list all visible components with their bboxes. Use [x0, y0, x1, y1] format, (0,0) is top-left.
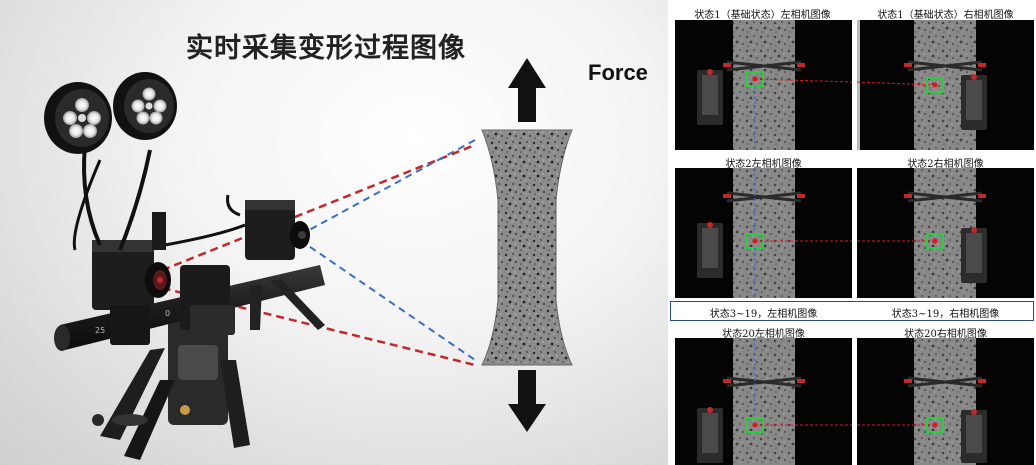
caption-state1-right: 状态1（基础状态）右相机图像 — [877, 10, 1014, 21]
image-state2-left — [675, 168, 852, 298]
force-arrow-down-icon — [508, 370, 546, 432]
red-view-line-top — [149, 143, 476, 277]
led-lamp-right-icon — [113, 72, 177, 140]
lamp-stems — [72, 144, 246, 251]
bar-scale-mark: 25 — [95, 326, 105, 335]
image-state20-left — [675, 338, 852, 465]
image-state20-right — [857, 338, 1034, 465]
blue-view-line-top — [299, 139, 476, 236]
force-label: Force — [588, 60, 648, 85]
image-state1-left — [675, 20, 852, 150]
speckle-specimen — [481, 129, 573, 366]
blue-view-line-bottom — [299, 239, 476, 361]
bar-scale-mark: 0 — [165, 309, 170, 318]
diagram-title: 实时采集变形过程图像 — [186, 33, 466, 64]
image-state2-right — [857, 168, 1034, 298]
caption-state2-right: 状态2右相机图像 — [907, 159, 984, 170]
rig-scene: 25 0 — [44, 58, 573, 460]
caption-state3-19-right: 状态3~19，右相机图像 — [891, 309, 1000, 320]
led-lamp-left-icon — [44, 82, 112, 154]
rig-illustration: 25 0 — [0, 0, 668, 465]
caption-state20-left: 状态20左相机图像 — [722, 329, 805, 340]
caption-state2-left: 状态2左相机图像 — [725, 159, 802, 170]
intermediate-states-box — [670, 301, 1034, 321]
image-state1-right — [857, 20, 1034, 150]
caption-state3-19-left: 状态3~19，左相机图像 — [709, 309, 818, 320]
caption-state1-left: 状态1（基础状态）左相机图像 — [694, 10, 831, 21]
force-arrow-up-icon — [508, 58, 546, 122]
right-camera — [226, 194, 310, 260]
tripod — [92, 315, 250, 460]
caption-state20-right: 状态20右相机图像 — [904, 329, 987, 340]
